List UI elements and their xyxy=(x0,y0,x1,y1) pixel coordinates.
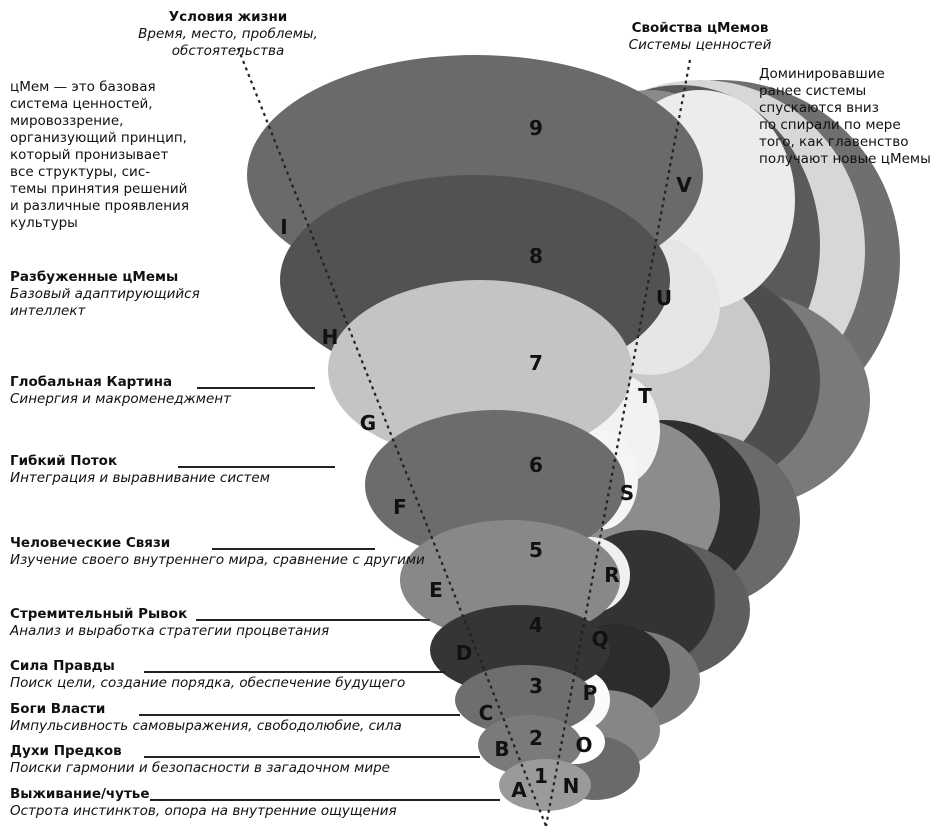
level-7-number: 7 xyxy=(529,351,543,375)
level-5-name: Стремительный Рывок xyxy=(10,606,188,622)
level-1-band xyxy=(499,759,591,811)
level-1-name: Выживание/чутье xyxy=(10,786,150,802)
level-4-name: Сила Правды xyxy=(10,658,115,674)
level-9-left-letter: I xyxy=(280,215,287,239)
leader-lines xyxy=(139,387,500,801)
level-5-description: Стремительный Рывок Анализ и выработка с… xyxy=(10,606,329,640)
level-6-left-letter: F xyxy=(393,495,407,519)
level-2-number: 2 xyxy=(529,726,543,750)
life-conditions-header: Условия жизни Время, место, проблемы, об… xyxy=(108,9,348,60)
level-2-name: Духи Предков xyxy=(10,743,122,759)
level-9-right-letter: V xyxy=(676,173,692,197)
level-6-right-letter: S xyxy=(620,481,634,505)
level-2-right-letter: O xyxy=(575,733,592,757)
memes-properties-header: Свойства цМемов Системы ценностей xyxy=(610,20,790,54)
level-6-description: Человеческие Связи Изучение своего внутр… xyxy=(10,535,425,569)
level-3-description: Боги Власти Импульсивность самовыражения… xyxy=(10,701,402,735)
level-7-band xyxy=(328,280,632,460)
level-3-band xyxy=(455,665,595,735)
level-6-name: Человеческие Связи xyxy=(10,535,171,551)
awakened-memes-title: Разбуженные цМемы xyxy=(10,269,179,285)
life-conditions-subtitle: Время, место, проблемы, обстоятельства xyxy=(138,26,318,59)
level-4-number: 4 xyxy=(529,613,543,637)
level-1-number: 1 xyxy=(534,764,548,788)
level-1-description: Выживание/чутье Острота инстинктов, опор… xyxy=(10,786,397,820)
level-2-left-letter: B xyxy=(494,737,509,761)
level-5-right-letter: R xyxy=(604,563,619,587)
level-5-desc: Анализ и выработка стратегии процветания xyxy=(10,623,330,639)
level-8-desc: Синергия и макроменеджмент xyxy=(10,391,231,407)
level-7-description: Гибкий Поток Интеграция и выравнивание с… xyxy=(10,453,270,487)
level-labels: 9 8 7 6 5 4 3 2 1 I H G F E D C B A V U … xyxy=(280,116,692,802)
memes-properties-subtitle: Системы ценностей xyxy=(628,37,772,53)
level-5-number: 5 xyxy=(529,538,543,562)
level-8-right-letter: U xyxy=(656,286,672,310)
spiral-front-levels xyxy=(247,55,703,811)
level-7-right-letter: T xyxy=(638,384,652,408)
level-4-right-letter: Q xyxy=(591,627,608,651)
level-3-left-letter: C xyxy=(479,701,494,725)
level-7-left-letter: G xyxy=(360,411,376,435)
level-4-desc: Поиск цели, создание порядка, обеспечени… xyxy=(10,675,406,691)
memes-properties-title: Свойства цМемов xyxy=(631,20,769,36)
level-5-left-letter: E xyxy=(429,578,443,602)
level-2-description: Духи Предков Поиски гармонии и безопасно… xyxy=(10,743,390,777)
level-5-band xyxy=(400,520,620,640)
level-8-name: Глобальная Картина xyxy=(10,374,173,390)
level-3-right-letter: P xyxy=(583,681,598,705)
level-8-left-letter: H xyxy=(322,325,339,349)
level-7-desc: Интеграция и выравнивание систем xyxy=(10,470,270,486)
right-note: Доминировавшие ранее системы спускаются … xyxy=(759,66,931,167)
level-4-left-letter: D xyxy=(456,641,473,665)
intro-text: цМем — это базовая система ценностей, ми… xyxy=(10,79,189,231)
level-6-desc: Изучение своего внутреннего мира, сравне… xyxy=(10,552,425,568)
level-1-right-letter: N xyxy=(563,774,580,798)
awakened-memes-subtitle: Базовый адаптирующийся интеллект xyxy=(10,286,200,319)
level-2-desc: Поиски гармонии и безопасности в загадоч… xyxy=(10,760,390,776)
level-6-band xyxy=(365,410,625,560)
level-8-description: Глобальная Картина Синергия и макроменед… xyxy=(10,374,231,408)
level-3-number: 3 xyxy=(529,674,543,698)
level-7-name: Гибкий Поток xyxy=(10,453,118,469)
level-3-desc: Импульсивность самовыражения, свободолюб… xyxy=(10,718,402,734)
level-8-number: 8 xyxy=(529,244,543,268)
level-1-desc: Острота инстинктов, опора на внутренние … xyxy=(10,803,397,819)
level-3-name: Боги Власти xyxy=(10,701,106,717)
level-6-number: 6 xyxy=(529,453,543,477)
level-9-number: 9 xyxy=(529,116,543,140)
awakened-memes-block: Разбуженные цМемы Базовый адаптирующийся… xyxy=(10,269,250,320)
level-4-description: Сила Правды Поиск цели, создание порядка… xyxy=(10,658,405,692)
level-1-left-letter: A xyxy=(511,778,527,802)
life-conditions-title: Условия жизни xyxy=(168,9,288,25)
